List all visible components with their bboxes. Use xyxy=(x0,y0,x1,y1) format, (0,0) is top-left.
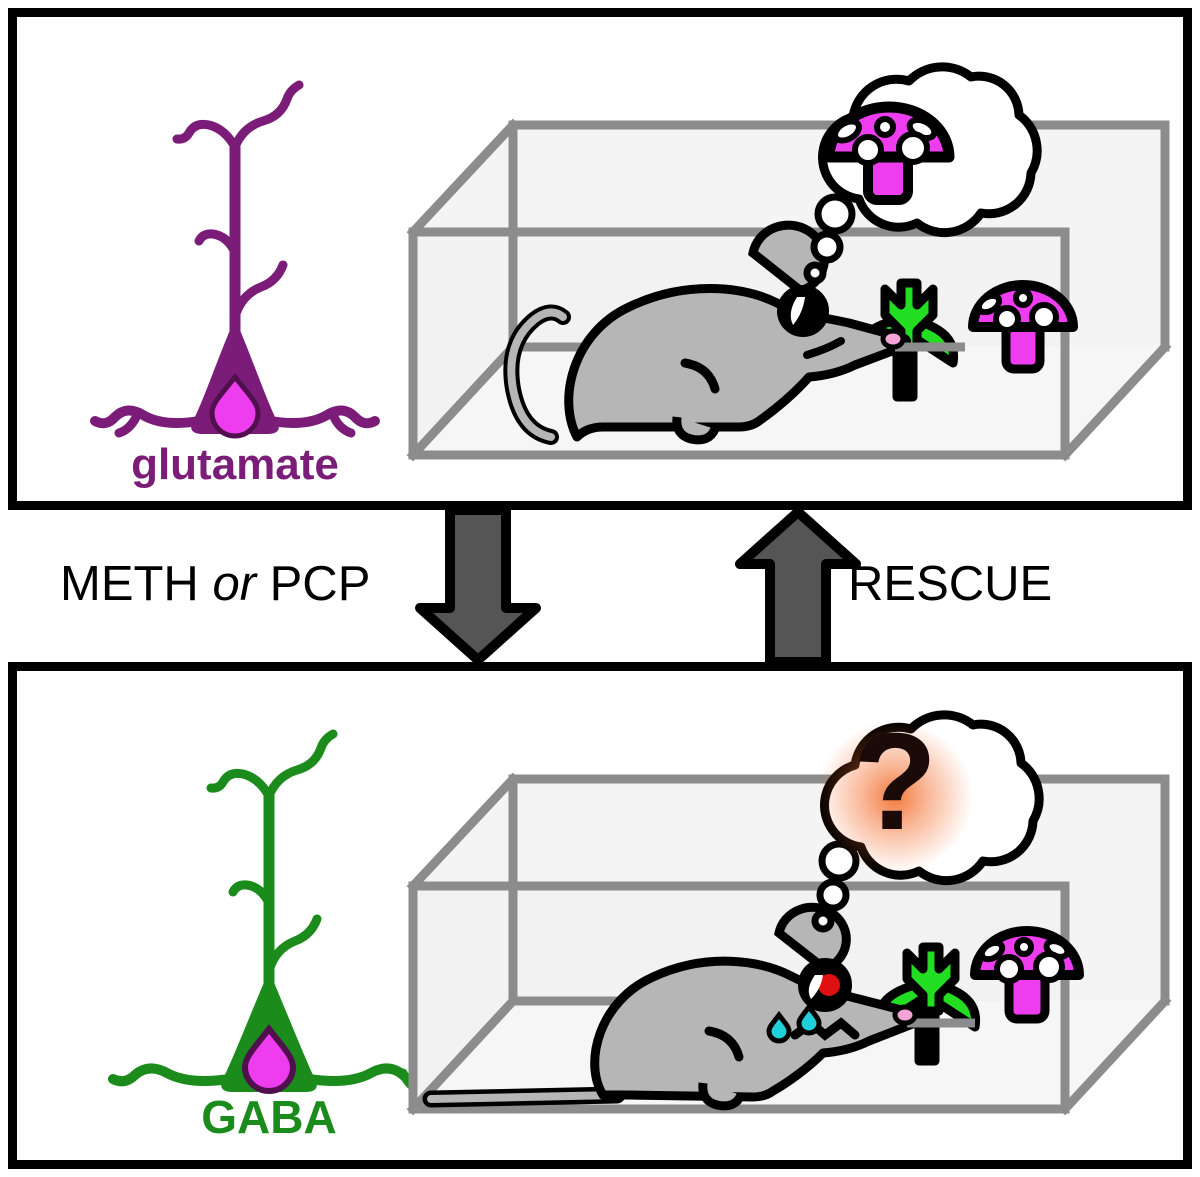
flower-bloom xyxy=(880,278,938,352)
mushroom2-spot-left xyxy=(978,939,1006,963)
mouse-bottom xyxy=(422,902,975,1111)
gaba-neuron xyxy=(108,729,430,1096)
thought2-trail-mid xyxy=(816,878,850,912)
dendrite-branch-mid-left xyxy=(194,229,240,257)
thought-trail-mid xyxy=(810,230,844,264)
mushroom2-spot-top xyxy=(1014,937,1034,957)
cage2-edge-diag-bottomright xyxy=(1058,994,1172,1116)
glutamate-label: glutamate xyxy=(131,440,339,489)
cage2-edge-diag-topleft xyxy=(406,772,520,893)
gaba-label: GABA xyxy=(201,1091,336,1143)
mouse-haunch-line xyxy=(680,358,720,394)
basal-dendrite-right-tip xyxy=(328,410,356,438)
mouse-nose xyxy=(880,328,906,350)
top-panel-artwork: glutamate xyxy=(90,62,1172,489)
mouse-eye-highlight xyxy=(790,297,805,325)
thought2-trail-small xyxy=(811,909,835,933)
meth-or-pcp-label: METH or PCP xyxy=(60,560,370,609)
mouse-eye xyxy=(777,285,829,337)
meth-label-part1: METH xyxy=(60,557,213,611)
mushroom2-spot-mid xyxy=(994,954,1024,984)
mushroom-spot-left xyxy=(975,292,1003,316)
thought-trail-small xyxy=(803,261,827,285)
dendrite-branch-top-left xyxy=(172,119,240,152)
transition-arrows xyxy=(415,510,861,662)
cage2-top-face xyxy=(413,779,1165,886)
thought-bubble-top xyxy=(803,62,1042,285)
gaba-neuron-nucleus xyxy=(241,1024,297,1094)
mouse2-teardrop-left xyxy=(766,1010,792,1044)
question-mark-glow xyxy=(817,721,973,873)
mouse-jaw-line xyxy=(803,337,845,359)
mouse-top xyxy=(503,220,965,445)
mouse-rear-foot xyxy=(672,416,720,445)
meth-label-part2: PCP xyxy=(256,557,371,611)
thought-mushroom-spot-right xyxy=(896,131,930,165)
dendrite-branch-lower-right xyxy=(230,260,288,322)
mushroom-spot-mid xyxy=(993,305,1021,333)
rescue-label: RESCUE xyxy=(848,557,1053,611)
mushroom2-spot-right xyxy=(1033,951,1065,983)
top-panel-healthy-state: glutamate xyxy=(8,8,1192,510)
transition-band: METH or PCP RESCUE xyxy=(8,510,1192,662)
mouse2-rear-foot xyxy=(698,1082,746,1111)
mouse-tail xyxy=(507,308,567,441)
gaba-dendrite-branch-lower-right xyxy=(264,914,322,976)
mushroom-spot-top xyxy=(1013,288,1033,308)
rescue-up-arrow xyxy=(735,510,861,662)
mushroom-bottom-cage xyxy=(970,926,1084,1024)
basal-dendrite-left xyxy=(90,405,204,429)
mouse2-eye-pupil-red xyxy=(818,974,840,996)
dendrite-branch-top-right xyxy=(230,80,304,152)
mushroom-top-cage xyxy=(968,280,1078,374)
thought-trail-large xyxy=(814,193,856,235)
basal-dendrite-left-tip xyxy=(114,410,142,438)
meth-or-pcp-down-arrow xyxy=(415,510,541,662)
neuron-nucleus xyxy=(209,372,261,439)
cage-edge-diag-bottomleft xyxy=(406,340,520,462)
gaba-dendrite-branch-mid-left xyxy=(228,880,274,908)
question-mark-icon: ? xyxy=(853,705,937,859)
gaba-dendrite-branch-top-right xyxy=(264,729,338,801)
mouse2-nose xyxy=(892,1004,918,1026)
glutamate-neuron xyxy=(90,80,380,439)
mouse2-teardrop-right xyxy=(796,1002,822,1036)
thought-mushroom-spot-left xyxy=(832,118,862,144)
thought-mushroom-spot-top xyxy=(874,116,896,138)
gaba-dendrite-branch-top-left xyxy=(206,768,274,801)
mushroom-in-thought xyxy=(823,101,955,205)
mouse2-eye-highlight xyxy=(808,975,823,999)
thought-mushroom-spot-mid xyxy=(852,134,884,166)
gaba-basal-dendrite-left xyxy=(108,1063,234,1087)
bottom-panel-drug-state: GABA xyxy=(8,662,1192,1169)
mouse2-tail xyxy=(427,1091,621,1103)
bottom-panel-artwork: GABA xyxy=(108,705,1172,1143)
flower2-bloom xyxy=(902,942,960,1016)
meth-label-or: or xyxy=(212,557,257,611)
mouse2-haunch-line xyxy=(704,1026,744,1062)
cage-edge-diag-bottomright xyxy=(1058,340,1172,462)
thought-bubble-bottom: ? xyxy=(811,705,1044,933)
cage-top-face xyxy=(413,125,1165,232)
basal-dendrite-right xyxy=(266,405,380,429)
cage-edge-diag-topleft xyxy=(406,118,520,239)
mushroom-spot-right xyxy=(1029,302,1059,332)
